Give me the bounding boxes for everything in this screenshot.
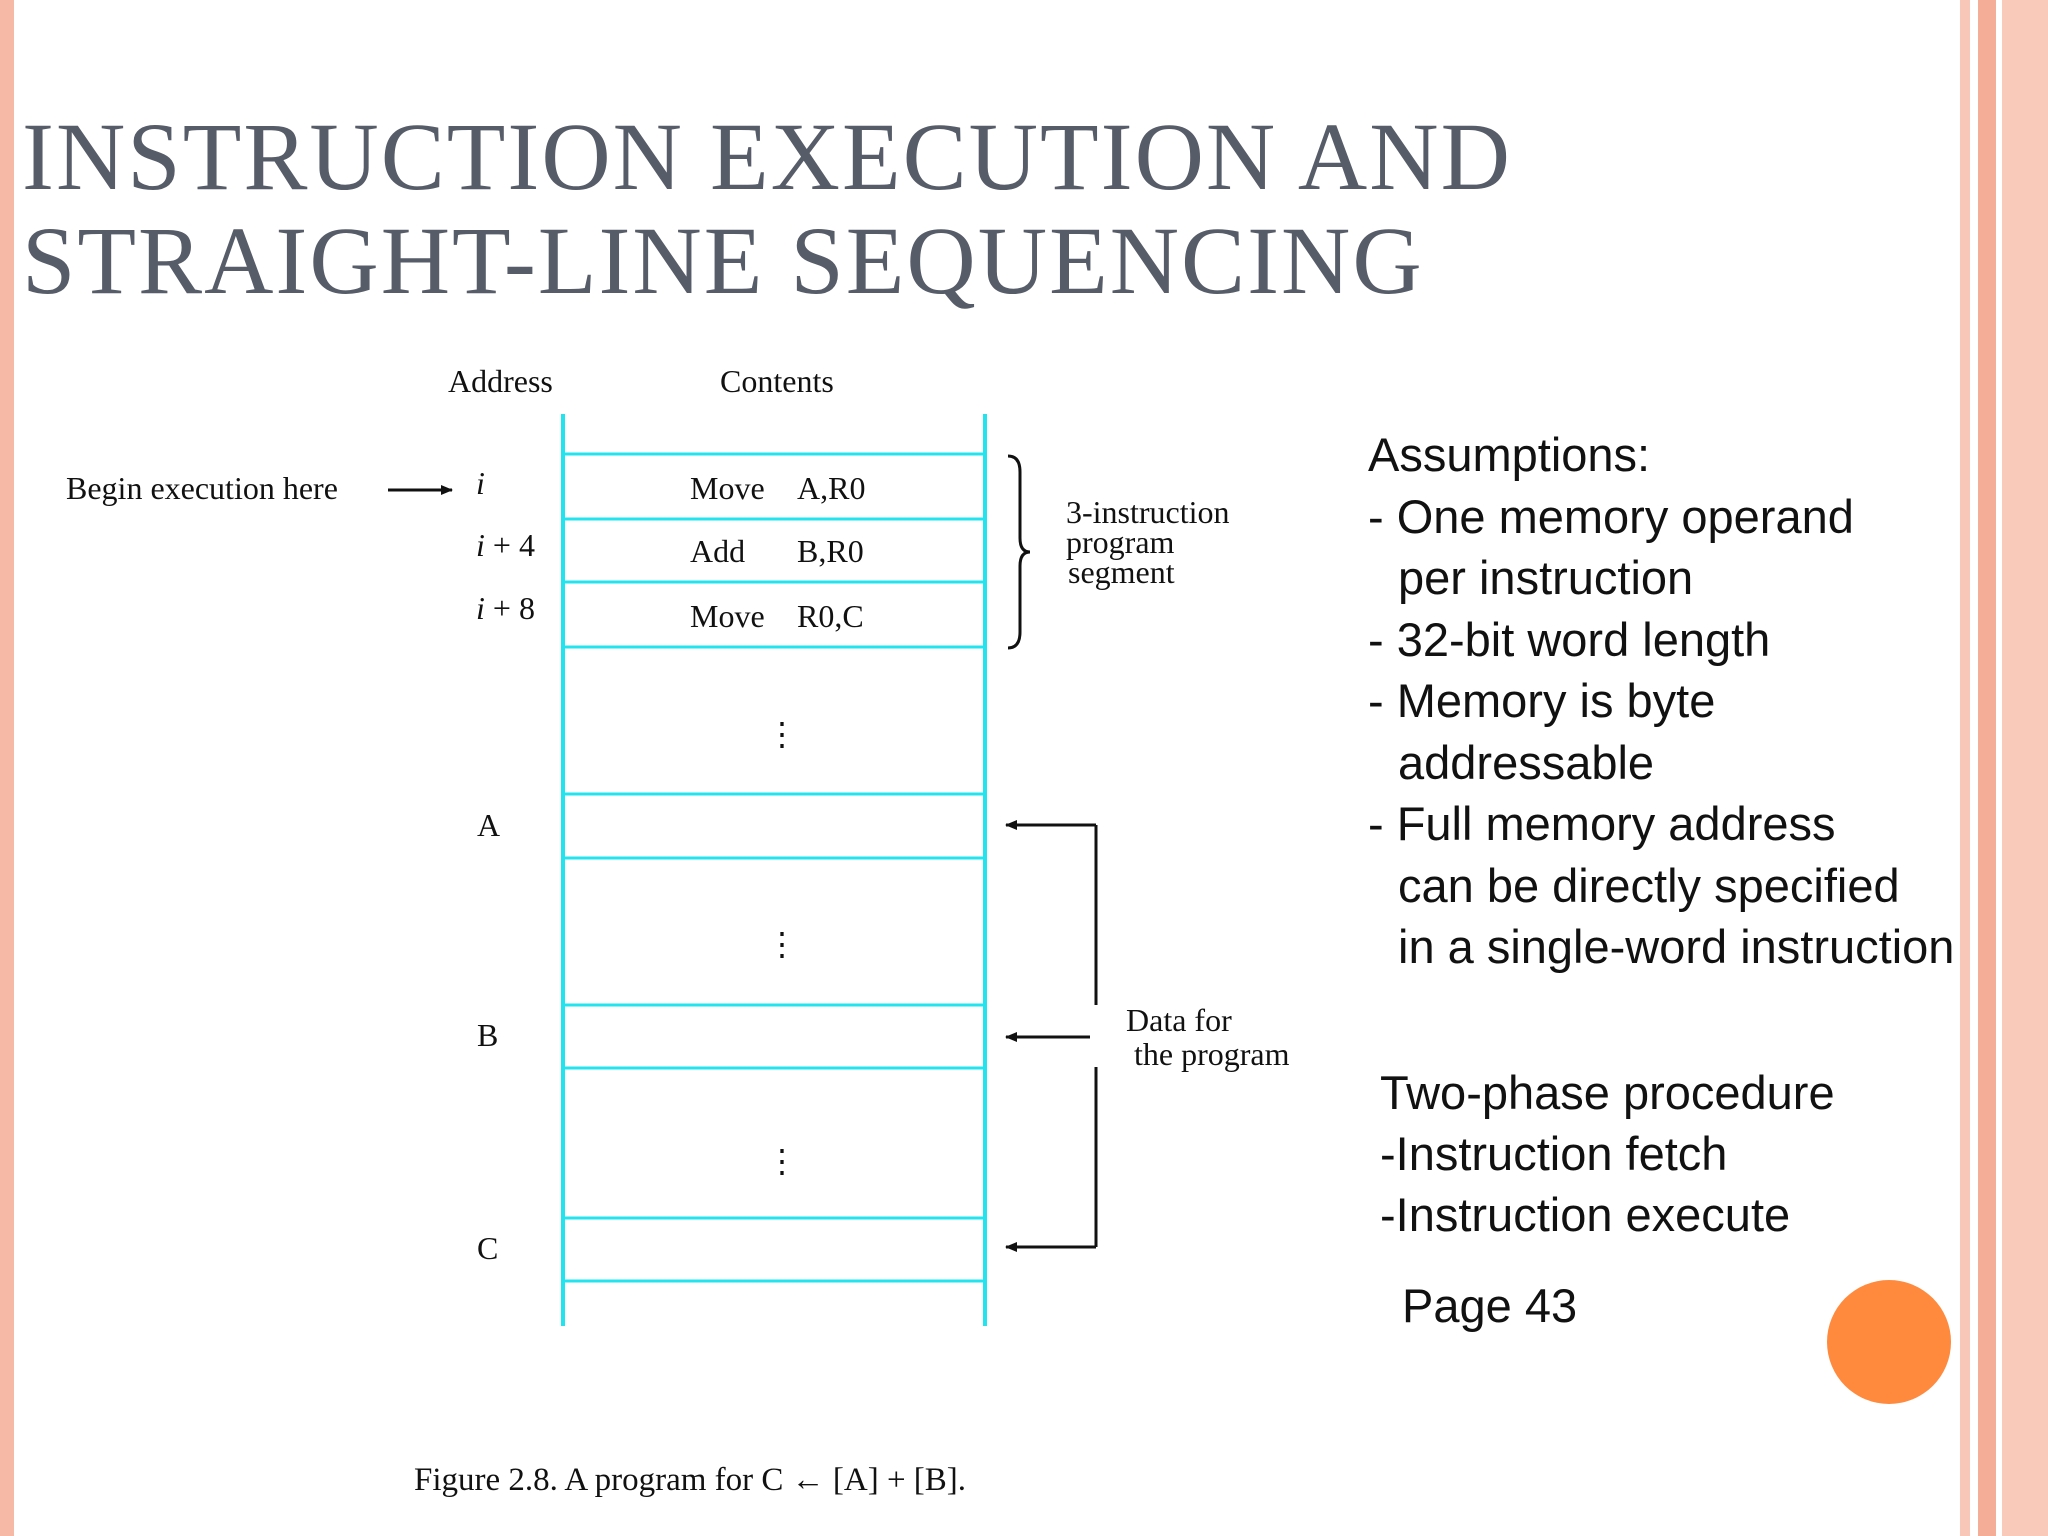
assumption-line: - Full memory address: [1368, 797, 1836, 850]
figure-caption: Figure 2.8. A program for C ← [A] + [B].: [414, 1462, 967, 1498]
ellipsis: ⋮: [766, 1143, 798, 1179]
slide-title: INSTRUCTION EXECUTION AND STRAIGHT-LINE …: [22, 105, 1522, 313]
address-b: B: [477, 1017, 498, 1053]
slide-border-left: [0, 0, 14, 1536]
assumption-line: - 32-bit word length: [1368, 612, 1771, 666]
instruction-operands: R0,C: [797, 598, 864, 634]
instruction-op: Move: [690, 598, 765, 634]
assumption-line: per instruction: [1398, 551, 1694, 604]
assumption-line: in a single-word instruction: [1398, 920, 1955, 973]
assumptions-heading: Assumptions:: [1368, 428, 1651, 481]
instruction-op: Add: [690, 533, 745, 569]
address-i-plus-8: i + 8: [476, 590, 535, 626]
slide-title-line2: STRAIGHT-LINE SEQUENCING: [22, 207, 1424, 314]
segment-label: segment: [1068, 554, 1175, 590]
procedure-heading: Two-phase procedure: [1380, 1066, 1835, 1119]
procedure-list: Two-phase procedure -Instruction fetch -…: [1380, 1062, 1940, 1245]
slide-title-line1: INSTRUCTION EXECUTION AND: [22, 103, 1512, 210]
data-label: the program: [1134, 1036, 1290, 1072]
instruction-op: Move: [690, 470, 765, 506]
procedure-item: -Instruction execute: [1380, 1188, 1791, 1241]
address-a: A: [477, 807, 500, 843]
slide-border-right: [1960, 0, 1970, 1536]
contents-column-header: Contents: [720, 363, 834, 399]
segment-label: program: [1066, 524, 1175, 560]
ellipsis: ⋮: [766, 716, 798, 752]
assumption-line: - Memory is byte: [1368, 674, 1716, 727]
instruction-operands: A,R0: [797, 470, 865, 506]
address-i: i: [476, 465, 485, 501]
data-label: Data for: [1126, 1002, 1232, 1038]
begin-execution-label: Begin execution here: [66, 470, 338, 506]
memory-word-lines: [563, 452, 985, 1283]
orange-circle-decoration: [1827, 1280, 1951, 1404]
segment-brace: [1007, 454, 1031, 650]
data-connector: [1005, 820, 1104, 1252]
page-reference: Page 43: [1402, 1279, 1578, 1332]
address-c: C: [477, 1230, 498, 1266]
instruction-operands: B,R0: [797, 533, 864, 569]
slide-border-right: [1978, 0, 1996, 1536]
address-i-plus-4: i + 4: [476, 527, 535, 563]
assumptions-list: Assumptions: - One memory operand per in…: [1368, 424, 1968, 978]
ellipsis: ⋮: [766, 926, 798, 962]
assumption-line: addressable: [1398, 735, 1655, 789]
assumption-line: - One memory operand: [1368, 489, 1854, 543]
assumption-line: can be directly specified: [1398, 858, 1900, 912]
segment-label: 3-instruction: [1066, 494, 1230, 530]
address-column-header: Address: [448, 363, 553, 399]
slide-border-right: [2002, 0, 2048, 1536]
procedure-item: -Instruction fetch: [1380, 1127, 1728, 1180]
